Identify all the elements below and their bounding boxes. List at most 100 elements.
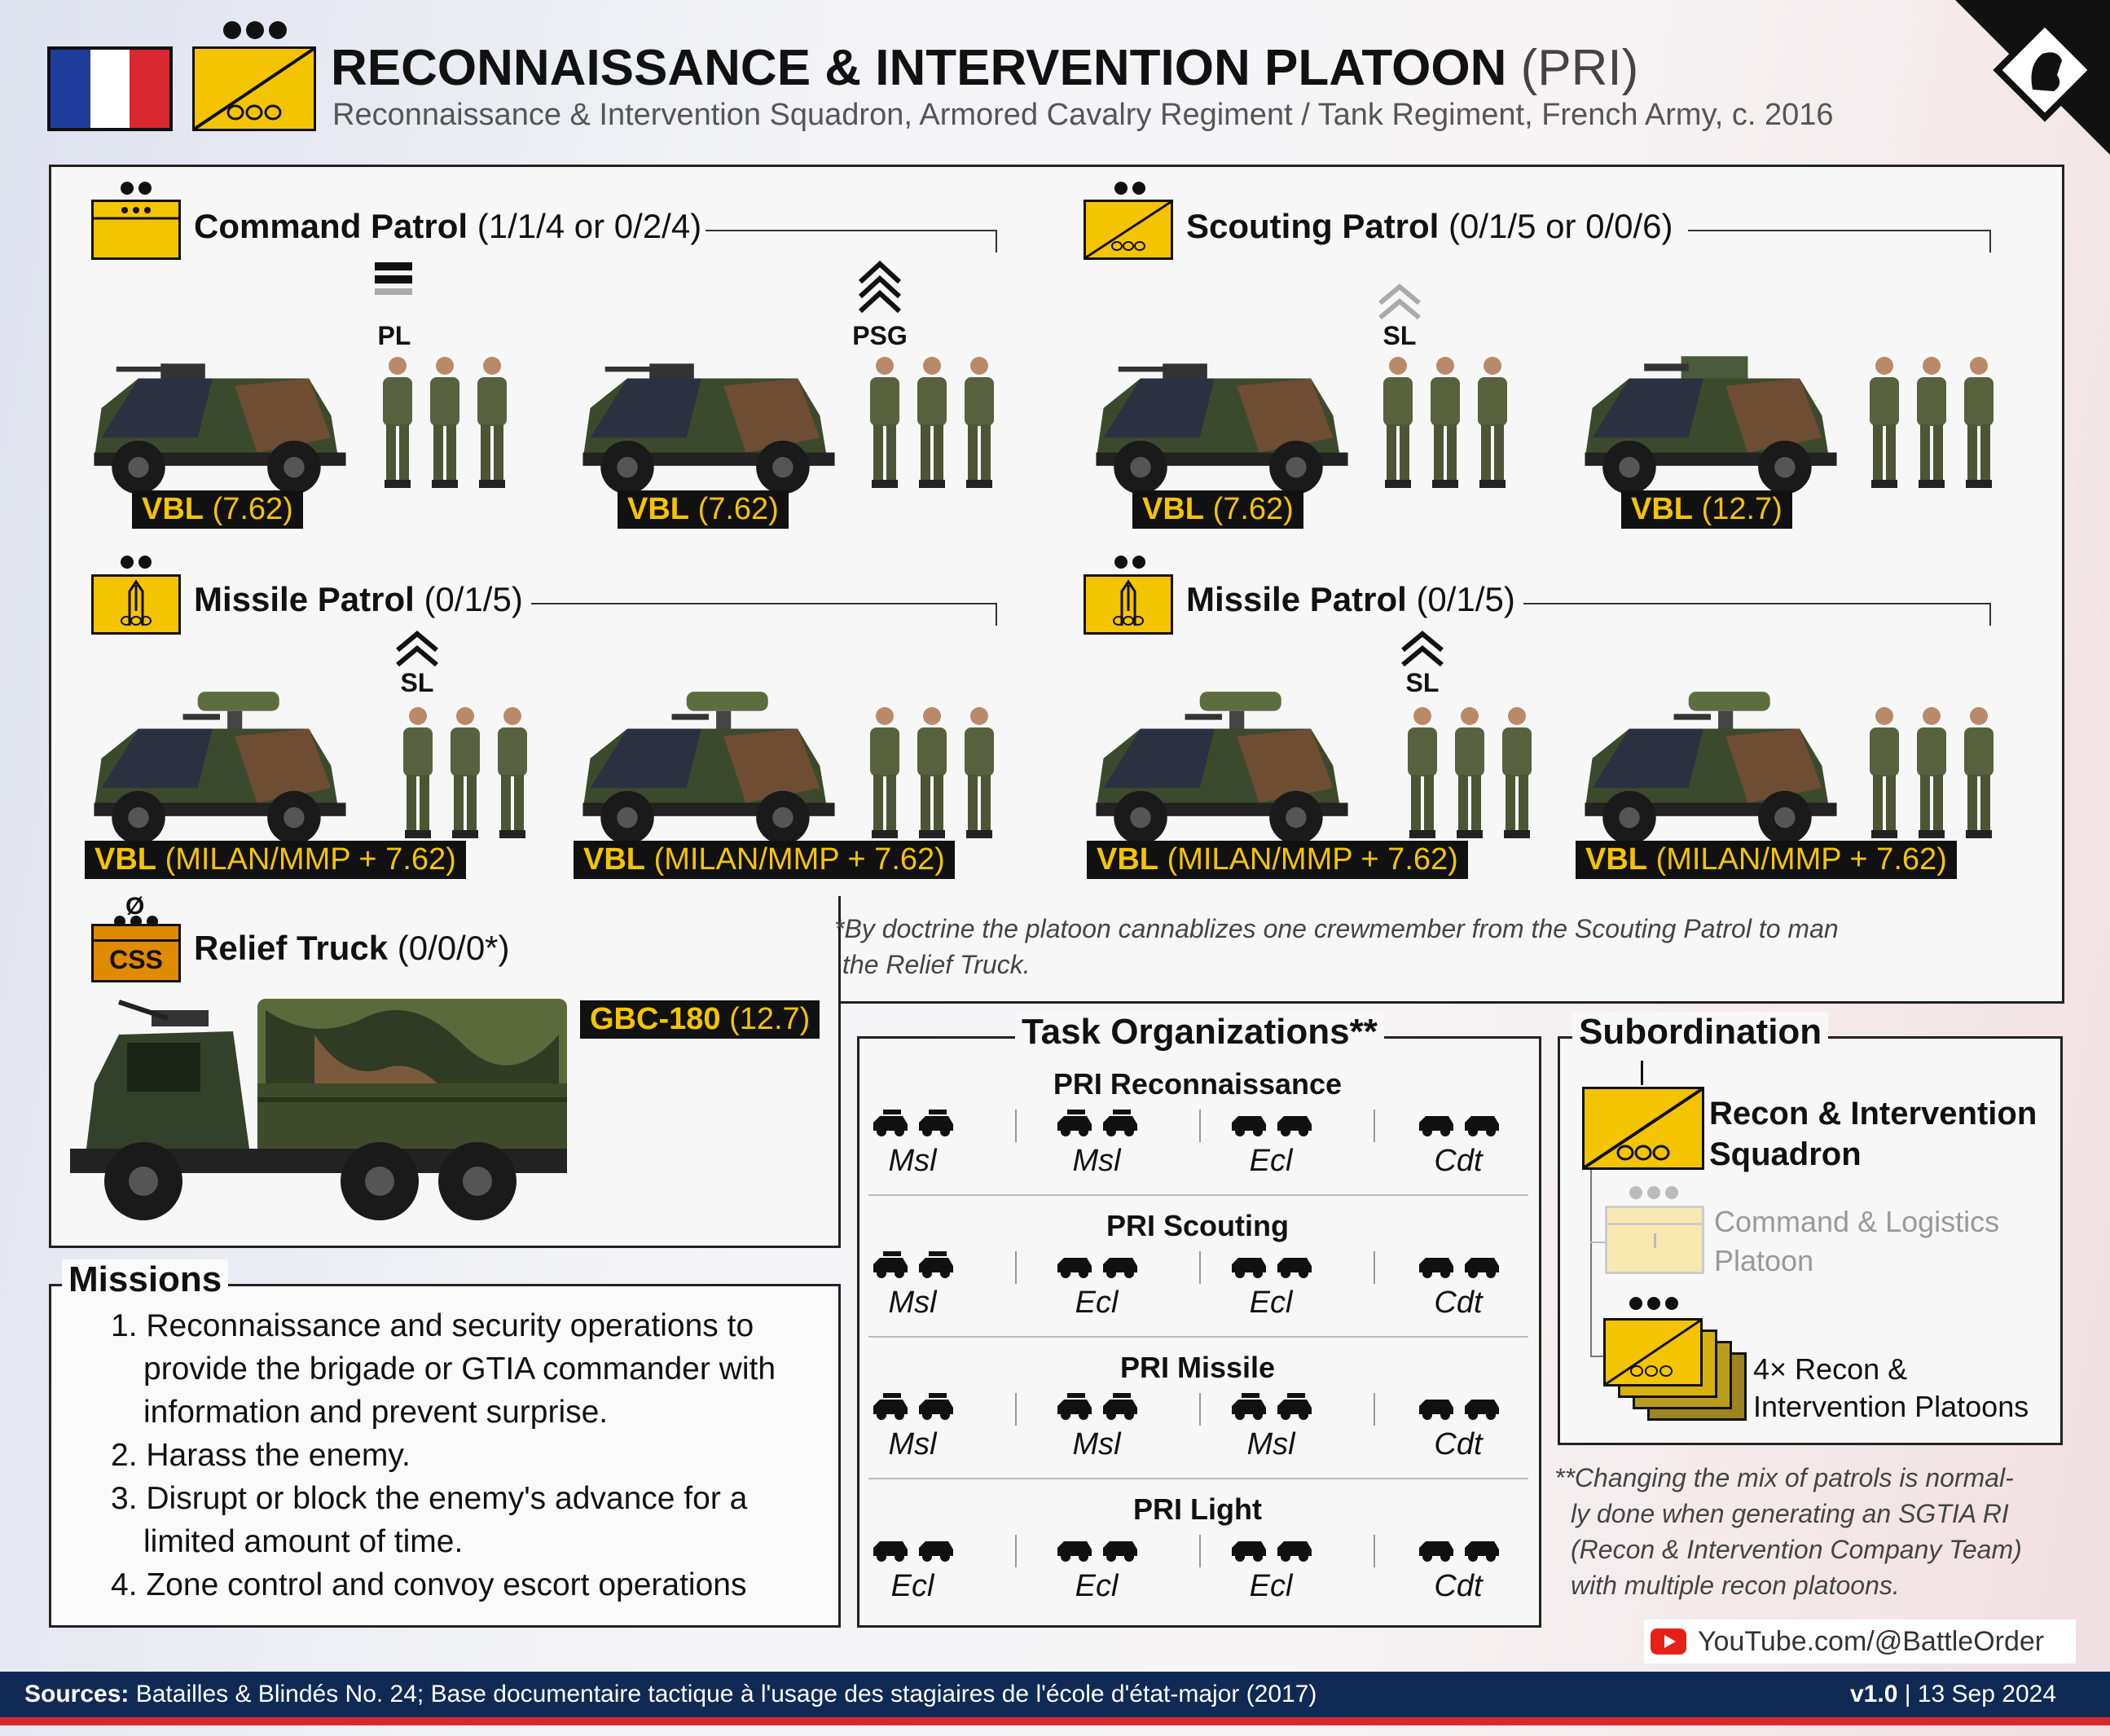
rank-sl-1: SL — [1382, 321, 1417, 350]
scouting-patrol-title: Scouting Patrol (0/1/5 or 0/0/6) — [1186, 207, 1673, 245]
relief-note: *By doctrine the platoon cannablizes one… — [834, 914, 1839, 979]
platoons-label: 4× Recon &Intervention Platoons — [1753, 1352, 2029, 1423]
battle-order-logo[interactable] — [1955, 0, 2110, 155]
row-divider — [868, 1194, 1528, 1196]
patrol-type-label: Msl — [1246, 1427, 1295, 1461]
task-org-title: Task Organizations** — [1015, 1012, 1384, 1053]
patrol-type-label: Ecl — [890, 1569, 934, 1603]
youtube-icon — [1651, 1628, 1686, 1655]
patrol-type-label: Msl — [888, 1286, 937, 1320]
vehicle-label-6: VBL (MILAN/MMP + 7.62) — [574, 841, 955, 879]
cmd-log-echelon-dots — [1629, 1186, 1678, 1199]
col-separator — [1199, 1393, 1201, 1426]
missions-border — [49, 1284, 841, 1628]
missile-patrol-title-1: Missile Patrol (0/1/5) — [194, 580, 523, 618]
sources-text: Batailles & Blindés No. 24; Base documen… — [135, 1681, 1317, 1707]
rank-pl: PL — [377, 321, 411, 350]
css-unit-symbol: CSS — [91, 924, 181, 982]
sub-tick — [1641, 1061, 1643, 1085]
missile2-echelon-dots — [1114, 556, 1145, 569]
patrol-type-label: Ecl — [1249, 1569, 1293, 1603]
missile-patrol-symbol-1 — [91, 574, 181, 635]
command-echelon-dots — [121, 182, 152, 195]
recon-unit-symbol — [192, 46, 316, 131]
patrol-type-label: Cdt — [1434, 1569, 1483, 1603]
mission-line: limited amount of time. — [143, 1524, 464, 1559]
vehicle-label-7: VBL (MILAN/MMP + 7.62) — [1087, 841, 1468, 879]
missile-patrol-title-2: Missile Patrol (0/1/5) — [1186, 580, 1515, 618]
col-separator — [1374, 1110, 1375, 1142]
sl-chevrons-icon-2 — [394, 631, 440, 670]
patrol-type-label: Cdt — [1434, 1144, 1483, 1178]
patrol-type-label: Ecl — [1075, 1286, 1119, 1320]
squadron-symbol — [1582, 1087, 1704, 1170]
footer-bar: Sources: Batailles & Blindés No. 24; Bas… — [0, 1672, 2110, 1717]
mission-line: 2. Harass the enemy. — [111, 1438, 411, 1473]
patrol-type-label: Ecl — [1075, 1569, 1119, 1603]
css-symbol-text: CSS — [109, 945, 163, 974]
task-org-row-title: PRI Scouting — [1106, 1209, 1289, 1242]
platoons-stack-symbol — [1603, 1318, 1758, 1424]
patrol-type-label: Ecl — [1249, 1144, 1293, 1178]
vehicle-label-4: VBL (12.7) — [1621, 490, 1792, 529]
rank-psg: PSG — [852, 321, 908, 350]
patrol-type-label: Msl — [888, 1427, 937, 1461]
scouting-echelon-dots — [1114, 182, 1145, 195]
psg-chevrons-icon — [857, 257, 903, 322]
gbc-truck-image — [70, 986, 575, 1234]
col-separator — [1374, 1251, 1375, 1284]
sub-tree-branch-2 — [1590, 1356, 1607, 1357]
col-separator — [1015, 1110, 1017, 1142]
task-org-row-title: PRI Light — [1133, 1492, 1262, 1526]
task-org-row-title: PRI Reconnaissance — [1053, 1067, 1343, 1101]
command-patrol-symbol — [91, 200, 181, 260]
missions-title: Missions — [62, 1259, 229, 1300]
missile-patrol-symbol-2 — [1084, 574, 1173, 635]
youtube-link[interactable]: YouTube.com/@BattleOrder — [1644, 1620, 2076, 1663]
relief-truck-title: Relief Truck (0/0/0*) — [194, 929, 510, 967]
mission-line: information and prevent surprise. — [143, 1395, 609, 1430]
mission-line: provide the brigade or GTIA commander wi… — [143, 1351, 776, 1387]
vehicle-label-truck: GBC-180 (12.7) — [580, 1000, 820, 1039]
vehicle-label-2: VBL (7.62) — [618, 490, 789, 529]
page-title: RECONNAISSANCE & INTERVENTION PLATOON (P… — [331, 40, 1639, 96]
row-divider — [868, 1336, 1528, 1338]
col-separator — [1199, 1110, 1201, 1142]
task-org-row-title: PRI Missile — [1119, 1351, 1276, 1384]
mission-line: 4. Zone control and convoy escort operat… — [111, 1567, 747, 1602]
rank-sl-3: SL — [1405, 668, 1440, 697]
col-separator — [1015, 1393, 1017, 1426]
row-divider — [868, 1478, 1528, 1479]
vehicle-label-5: VBL (MILAN/MMP + 7.62) — [85, 841, 466, 879]
page-subtitle: Reconnaissance & Intervention Squadron, … — [332, 98, 1834, 132]
scouting-patrol-symbol — [1084, 200, 1173, 260]
task-org-note: **Changing the mix of patrols is normal-… — [1554, 1463, 2022, 1600]
vehicle-label-1: VBL (7.62) — [132, 490, 303, 529]
patrol-type-label: Cdt — [1434, 1286, 1483, 1320]
french-flag — [47, 46, 173, 131]
command-patrol-title: Command Patrol (1/1/4 or 0/2/4) — [194, 207, 702, 245]
col-separator — [1374, 1535, 1375, 1567]
vehicle-label-8: VBL (MILAN/MMP + 7.62) — [1576, 841, 1957, 879]
rank-sl-2: SL — [400, 668, 434, 697]
mission-line: 1. Reconnaissance and security operation… — [111, 1308, 754, 1343]
col-separator — [1015, 1535, 1017, 1567]
cmd-log-symbol — [1605, 1206, 1704, 1274]
patrol-type-label: Cdt — [1434, 1427, 1483, 1461]
col-separator — [1015, 1251, 1017, 1284]
sub-tree-branch-1 — [1590, 1242, 1607, 1243]
subordination-title: Subordination — [1572, 1012, 1829, 1053]
relief-symbol-top: Ø — [125, 893, 145, 920]
sl-chevrons-icon-1 — [1377, 283, 1422, 323]
sub-tree-line — [1590, 1170, 1592, 1357]
footer-date: 13 Sep 2024 — [1917, 1681, 2056, 1707]
footer-red-stripe — [0, 1717, 2110, 1725]
version: v1.0 — [1849, 1681, 1898, 1707]
command-bracket — [706, 230, 997, 253]
col-separator — [1199, 1251, 1201, 1284]
patrol-type-label: Msl — [1072, 1427, 1121, 1461]
platoon-echelon-dots-sub — [1629, 1297, 1678, 1310]
patrol-type-label: Msl — [888, 1144, 937, 1178]
